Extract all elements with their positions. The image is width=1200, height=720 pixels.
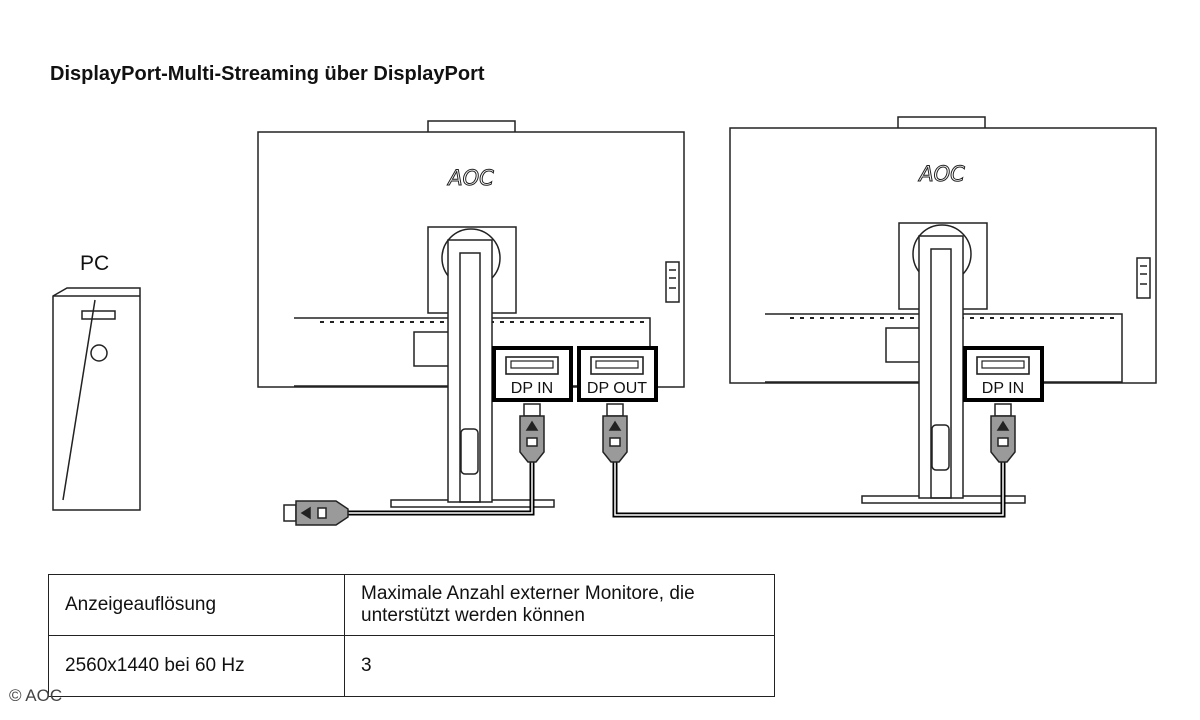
port-box-m2-dp-in bbox=[963, 346, 1044, 402]
cell-max-monitors: 3 bbox=[344, 635, 775, 697]
spec-table: Anzeigeauflösung Maximale Anzahl externe… bbox=[48, 574, 775, 697]
cable-m1-to-m2 bbox=[612, 462, 1006, 518]
dp-connector-m1-out bbox=[602, 403, 628, 463]
port-box-m1-dp-out bbox=[577, 346, 658, 402]
port-label-m2-dp-in: DP IN bbox=[982, 380, 1024, 397]
connection-diagram: PC AOC AOC DP IN DP OUT DP IN bbox=[52, 116, 1157, 526]
port-label-m1-dp-out: DP OUT bbox=[587, 380, 647, 397]
monitor-1 bbox=[257, 120, 685, 508]
page-title: DisplayPort-Multi-Streaming über Display… bbox=[50, 63, 485, 85]
dp-connector-pc bbox=[283, 500, 349, 526]
port-label-m1-dp-in: DP IN bbox=[511, 380, 553, 397]
pc-tower bbox=[52, 287, 141, 511]
pc-label: PC bbox=[80, 252, 109, 275]
copyright-notice: © AOC bbox=[9, 686, 63, 705]
header-resolution: Anzeigeauflösung bbox=[48, 574, 345, 636]
table-header-row: Anzeigeauflösung Maximale Anzahl externe… bbox=[48, 574, 775, 636]
cable-pc-to-m1 bbox=[348, 462, 535, 516]
dp-connector-m1-in bbox=[519, 403, 545, 463]
aoc-logo-m1: AOC bbox=[446, 166, 494, 190]
table-row: 2560x1440 bei 60 Hz 3 bbox=[48, 635, 775, 697]
cell-resolution: 2560x1440 bei 60 Hz bbox=[48, 635, 345, 697]
dp-connector-m2-in bbox=[990, 403, 1016, 463]
aoc-logo-m2: AOC bbox=[917, 162, 965, 186]
header-max-monitors: Maximale Anzahl externer Monitore, die u… bbox=[344, 574, 775, 636]
monitor-2 bbox=[729, 116, 1157, 504]
port-box-m1-dp-in bbox=[492, 346, 573, 402]
